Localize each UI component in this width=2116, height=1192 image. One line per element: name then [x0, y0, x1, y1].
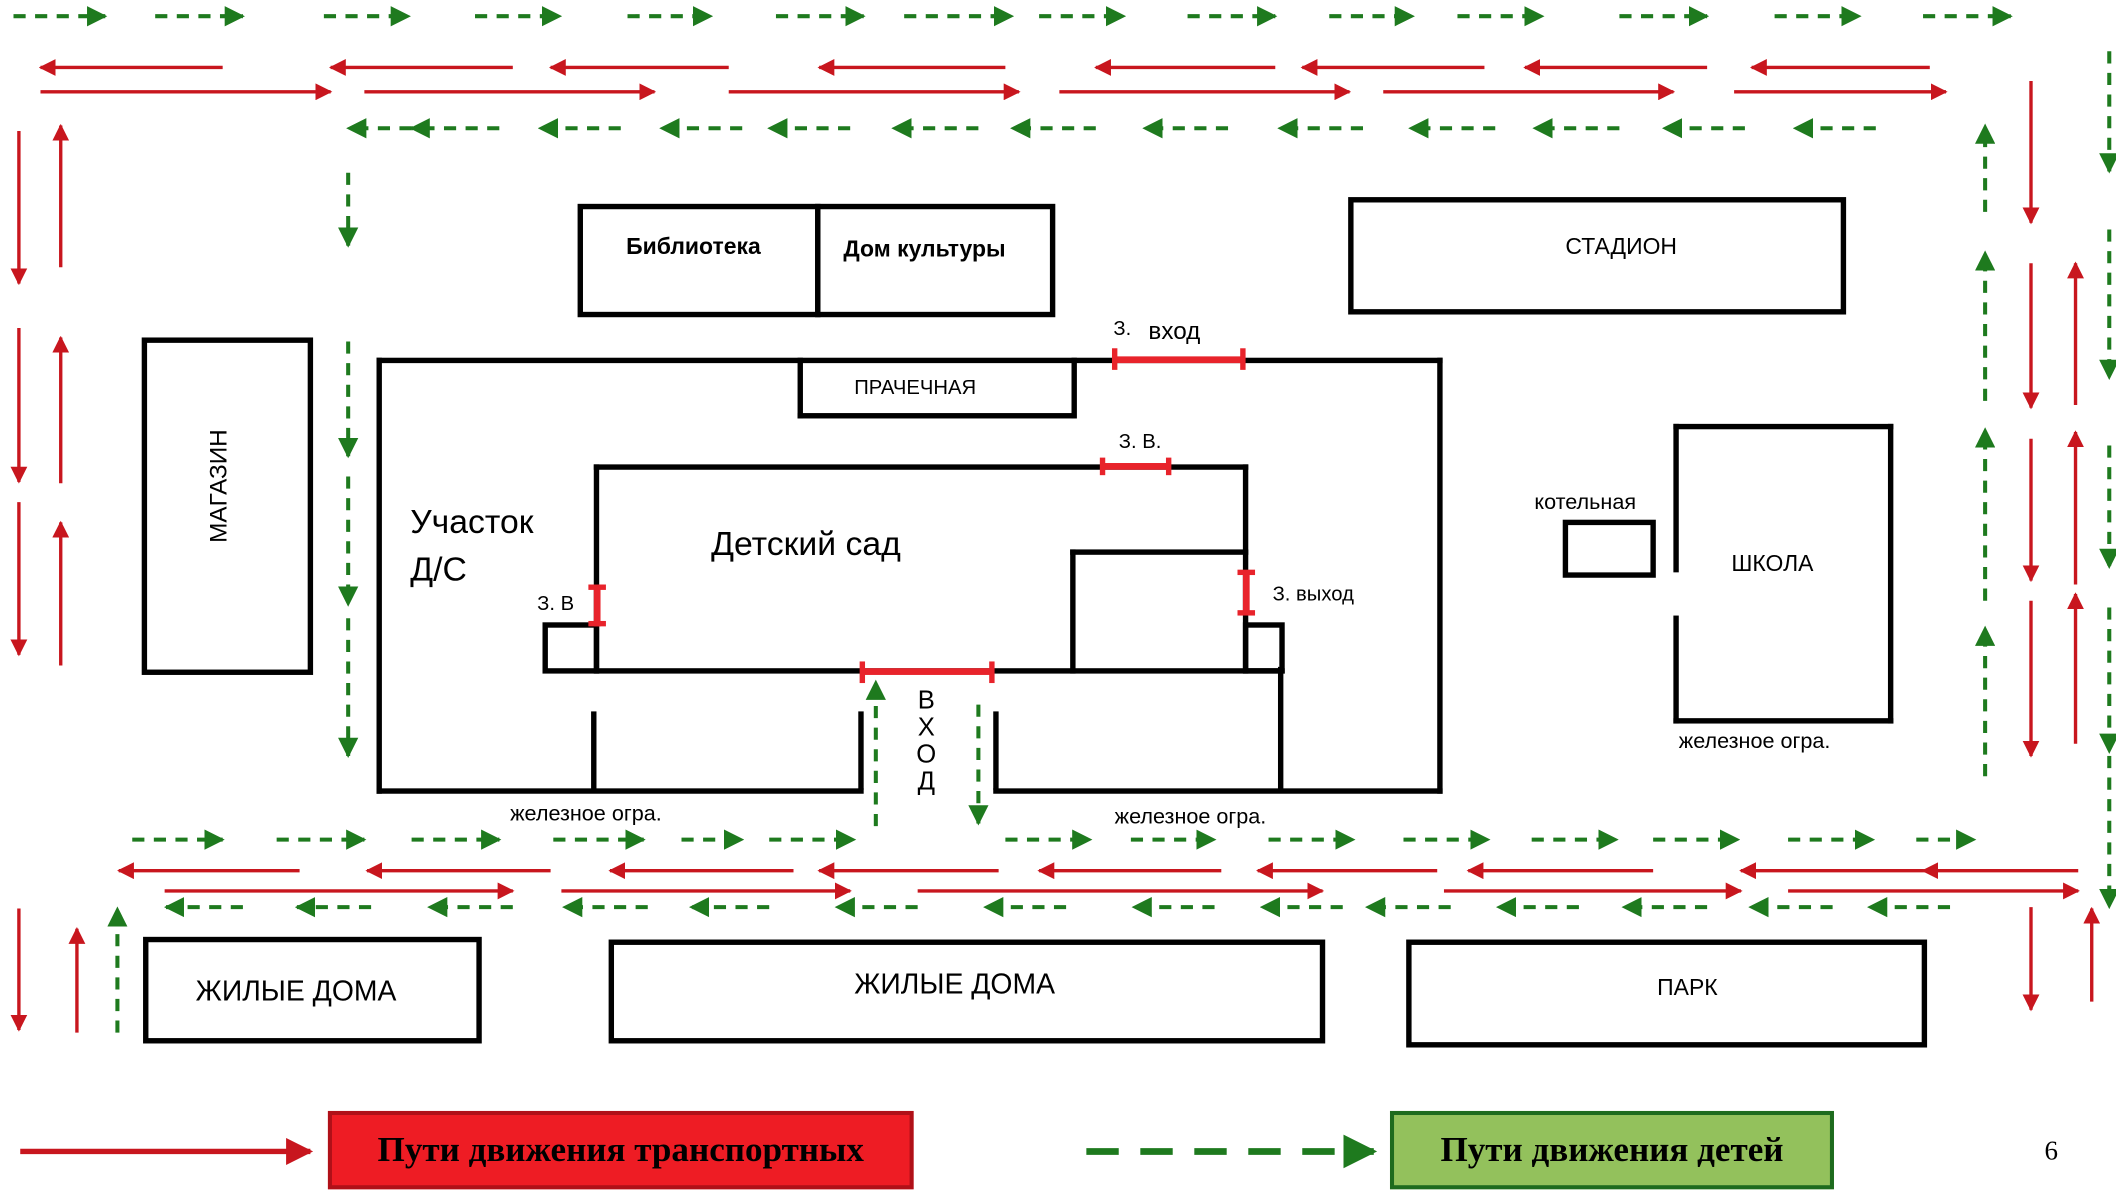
boiler-label: котельная — [1534, 491, 1637, 515]
plot-fence-bottom-right — [993, 788, 1443, 794]
main-entrance-label: В Х О Д — [916, 688, 936, 796]
inner-left-gate-label: З. В — [537, 592, 575, 616]
culture-house-label: Дом культуры — [843, 236, 1006, 262]
inner-left-gate-cap-bottom — [588, 620, 606, 627]
school-left-wall-upper — [1673, 423, 1679, 573]
top-entrance-prefix: З. — [1113, 317, 1132, 341]
transport-routes — [10, 59, 2101, 1033]
top-entrance-gate-cap-right — [1240, 348, 1246, 370]
school-bottom-wall — [1673, 718, 1894, 724]
stadium-label: СТАДИОН — [1565, 233, 1677, 260]
page-number: 6 — [2044, 1136, 2058, 1167]
main-entrance-gate-cap-left — [859, 661, 866, 684]
legend-children-box: Пути движения детей — [1389, 1110, 1834, 1190]
inner-right-gate-label: З. выход — [1272, 583, 1354, 607]
main-entrance-letter-2: Х — [917, 714, 935, 743]
main-entrance-letter-4: Д — [917, 767, 935, 797]
stadium-building — [1348, 197, 1847, 315]
inner-left-gate — [593, 585, 601, 627]
inner-right-exit-gate — [1242, 571, 1250, 615]
laundry-bottom-wall — [797, 413, 1076, 419]
kg-right-wall — [1242, 464, 1249, 674]
fence-label-school: железное огра. — [1678, 730, 1831, 754]
laundry-label: ПРАЧЕЧНАЯ — [854, 376, 977, 400]
library-label: Библиотека — [626, 233, 761, 260]
children-routes — [13, 6, 2116, 1033]
boiler-building — [1562, 519, 1656, 578]
fence-divider-gate-right — [993, 711, 999, 790]
houses-left-label: ЖИЛЫЕ ДОМА — [195, 975, 397, 1008]
school-label: ШКОЛА — [1731, 550, 1814, 577]
kg-left-porch — [542, 622, 600, 674]
kg-top-wall — [593, 464, 1249, 470]
fence-label-left: железное огра. — [510, 803, 662, 827]
school-left-wall-lower — [1673, 615, 1679, 724]
fence-label-right: железное огра. — [1114, 805, 1267, 829]
kg-right-porch — [1242, 622, 1285, 674]
main-entrance-letter-1: В — [917, 687, 935, 716]
plot-fence-bottom-left — [376, 788, 864, 794]
kindergarten-label: Детский сад — [711, 525, 901, 563]
plot-fence-right — [1437, 357, 1443, 794]
plot-fence-left — [376, 357, 382, 794]
main-entrance-gate — [860, 668, 994, 675]
kg-left-wall — [593, 464, 600, 674]
inner-right-gate-cap-top — [1237, 569, 1256, 576]
main-entrance-gate-cap-right — [989, 661, 995, 684]
legend-children-label: Пути движения детей — [1440, 1129, 1784, 1170]
top-entrance-gate — [1113, 356, 1245, 364]
inner-right-gate-cap-bottom — [1237, 610, 1256, 616]
shop-building — [141, 337, 314, 675]
inner-left-gate-cap-top — [588, 584, 606, 590]
inner-top-gate-label: З. В. — [1118, 430, 1162, 454]
park-label: ПАРК — [1657, 974, 1718, 1001]
legend-transport-label: Пути движения транспортных — [377, 1129, 864, 1170]
shop-label: МАГАЗИН — [205, 429, 233, 543]
inner-top-gate-cap-right — [1165, 457, 1172, 476]
library-building — [577, 203, 821, 318]
laundry-left-wall — [797, 357, 803, 419]
houses-center-label: ЖИЛЫЕ ДОМА — [854, 969, 1055, 1001]
school-top-wall — [1673, 423, 1894, 430]
top-entrance-gate-cap-left — [1111, 348, 1118, 370]
fence-divider-left — [591, 711, 597, 790]
inner-top-gate — [1101, 463, 1171, 470]
plot-fence-top — [376, 357, 1443, 364]
plot-label-line2: Д/С — [410, 550, 467, 589]
kg-annex-left — [1070, 549, 1076, 674]
fence-divider-gate-left — [858, 711, 864, 790]
legend-transport-box: Пути движения транспортных — [327, 1110, 914, 1190]
top-entrance-label: вход — [1148, 317, 1201, 345]
culture-house-building — [815, 203, 1056, 318]
fence-divider-right — [1277, 666, 1284, 790]
park-area — [1406, 939, 1928, 1048]
plot-label-line1: Участок — [410, 503, 534, 542]
laundry-right-wall — [1071, 357, 1077, 419]
inner-top-gate-cap-left — [1099, 457, 1106, 476]
school-right-wall — [1887, 423, 1894, 724]
houses-center-building — [608, 939, 1326, 1044]
houses-left-building — [143, 936, 482, 1044]
kg-annex-top — [1070, 549, 1249, 555]
main-entrance-letter-3: О — [916, 740, 937, 770]
